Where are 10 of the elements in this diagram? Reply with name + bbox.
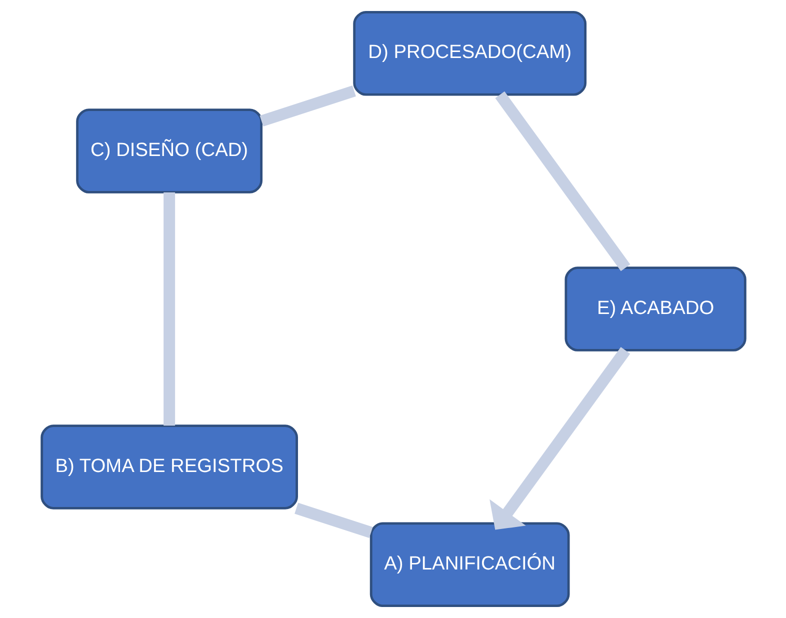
node-box: C) DISEÑO (CAD) (76, 108, 262, 194)
connector (259, 85, 356, 127)
connector (494, 91, 630, 272)
arrow (489, 346, 630, 530)
node-box: D) PROCESADO(CAM) (352, 10, 586, 96)
connector (294, 502, 372, 538)
connector (163, 192, 175, 426)
node-box: E) ACABADO (564, 266, 746, 352)
node-box: A) PLANIFICACIÓN (369, 522, 570, 608)
node-box: B) TOMA DE REGISTROS (40, 424, 298, 510)
